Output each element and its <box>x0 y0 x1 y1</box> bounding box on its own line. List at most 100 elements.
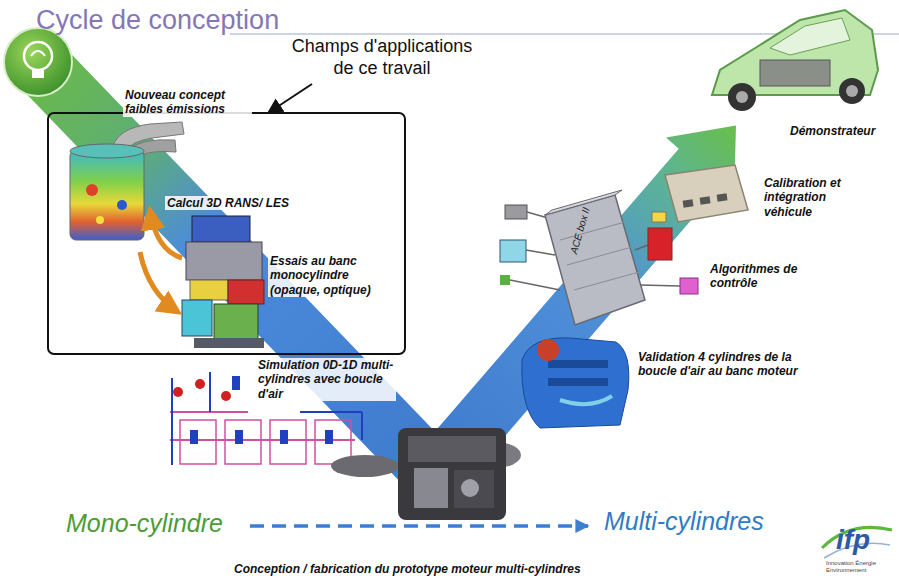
demonstrator-car <box>760 60 830 86</box>
bulb-icon <box>4 28 72 96</box>
single-cylinder-engine <box>228 280 264 304</box>
cfd-cylinder <box>70 122 184 240</box>
cfd-cylinder <box>86 184 98 196</box>
air-loop-schematic <box>270 420 306 464</box>
design-band <box>23 49 461 501</box>
loop-arrows <box>140 252 178 312</box>
bulb-icon <box>4 28 72 96</box>
demonstrator-car <box>839 78 865 104</box>
air-loop-schematic <box>209 372 211 412</box>
control-hardware <box>500 240 526 262</box>
leader-arrow <box>268 84 312 113</box>
ecu-box <box>700 196 711 204</box>
step-label: Conception / fabrication du prototype mo… <box>232 562 583 576</box>
step-label: Calibration et intégration véhicule <box>762 176 862 219</box>
engine-parts <box>398 428 506 520</box>
control-hardware <box>510 280 560 290</box>
ecu-box <box>683 199 694 207</box>
ecu-box <box>665 165 748 222</box>
axis-label: Multi-cylindres <box>604 506 764 536</box>
loop-arrows <box>150 210 182 258</box>
stage-caption: Essais au banc monocylindre (opaque, opt… <box>268 254 400 297</box>
engine-parts <box>414 468 448 508</box>
air-loop-schematic <box>221 391 231 401</box>
control-hardware <box>500 275 510 285</box>
control-hardware <box>680 278 698 294</box>
air-loop-schematic <box>225 420 261 464</box>
air-loop-schematic <box>325 430 333 444</box>
axis-label: Mono-cylindre <box>66 508 223 538</box>
cfd-cylinder <box>70 150 144 240</box>
cfd-cylinder <box>96 216 104 224</box>
air-loop-schematic <box>235 430 243 444</box>
leader-arrow <box>268 84 312 113</box>
single-cylinder-engine <box>186 242 262 280</box>
single-cylinder-engine <box>194 338 264 348</box>
air-loop-schematic <box>190 430 198 444</box>
single-cylinder-engine <box>182 216 264 348</box>
engine-parts <box>331 455 399 477</box>
air-loop-schematic <box>361 412 363 440</box>
single-cylinder-engine <box>192 216 250 242</box>
air-loop-schematic <box>173 387 183 397</box>
step-label: Nouveau concept faibles émissions <box>123 88 252 117</box>
bulb-icon <box>32 70 44 78</box>
control-hardware <box>500 190 698 325</box>
ecu-box <box>665 165 748 222</box>
control-hardware <box>635 245 648 250</box>
control-hardware <box>505 205 527 219</box>
diagram-title: Cycle de conception <box>36 4 279 36</box>
air-loop-schematic <box>232 376 240 390</box>
step-label: Démonstrateur <box>788 124 877 138</box>
stage-caption: Calcul 3D RANS/ LES <box>165 196 309 210</box>
single-cylinder-engine <box>214 304 258 340</box>
air-loop-schematic <box>300 411 362 413</box>
engine-parts <box>461 479 479 497</box>
blue-engine <box>537 339 559 361</box>
air-loop-schematic <box>195 379 205 389</box>
single-cylinder-engine <box>182 300 212 336</box>
control-hardware <box>574 272 639 290</box>
bulb-icon <box>24 42 52 70</box>
control-hardware <box>526 250 555 255</box>
step-label: Algorithmes de contrôle <box>708 262 812 291</box>
loop-arrows <box>140 210 182 312</box>
demonstrator-car <box>770 18 850 55</box>
scope-frame: Calcul 3D RANS/ LES Essais au banc monocy… <box>47 112 406 355</box>
engine-parts <box>408 436 496 462</box>
demonstrator-car <box>736 91 748 103</box>
engine-parts <box>331 428 521 520</box>
step-label: Validation 4 cylindres de la boucle d'ai… <box>636 350 805 379</box>
air-loop-schematic <box>171 378 173 465</box>
scope-callout: Champs d'applications de ce travail <box>286 36 478 79</box>
control-hardware <box>560 222 625 240</box>
device-label: ACE box II <box>568 206 593 255</box>
ecu-box <box>717 193 728 201</box>
blue-engine <box>522 338 629 428</box>
demonstrator-car <box>846 85 858 97</box>
logo-text: ifp <box>836 526 870 554</box>
blue-engine <box>522 338 629 428</box>
blue-engine <box>548 378 608 386</box>
step-label: Simulation 0D-1D multi-cylindres avec bo… <box>256 358 396 401</box>
control-hardware <box>640 285 680 286</box>
single-cylinder-engine <box>190 280 228 300</box>
engine-parts <box>454 470 494 508</box>
blue-engine <box>548 360 608 368</box>
air-loop-schematic <box>180 420 216 464</box>
cfd-cylinder <box>70 144 144 158</box>
bulb-icon <box>31 51 45 56</box>
control-hardware <box>648 228 672 260</box>
demonstrator-car <box>728 83 756 111</box>
air-loop-schematic <box>280 430 288 444</box>
demonstrator-car <box>712 10 878 111</box>
blue-engine <box>560 396 612 404</box>
control-hardware <box>652 212 666 222</box>
progress-arrow <box>250 524 588 528</box>
logo-tagline: Innovation Énergie Environnement <box>826 560 888 573</box>
control-hardware <box>545 195 645 325</box>
design-band <box>23 49 736 501</box>
progress-arrow <box>250 526 588 527</box>
cfd-cylinder <box>117 200 127 210</box>
